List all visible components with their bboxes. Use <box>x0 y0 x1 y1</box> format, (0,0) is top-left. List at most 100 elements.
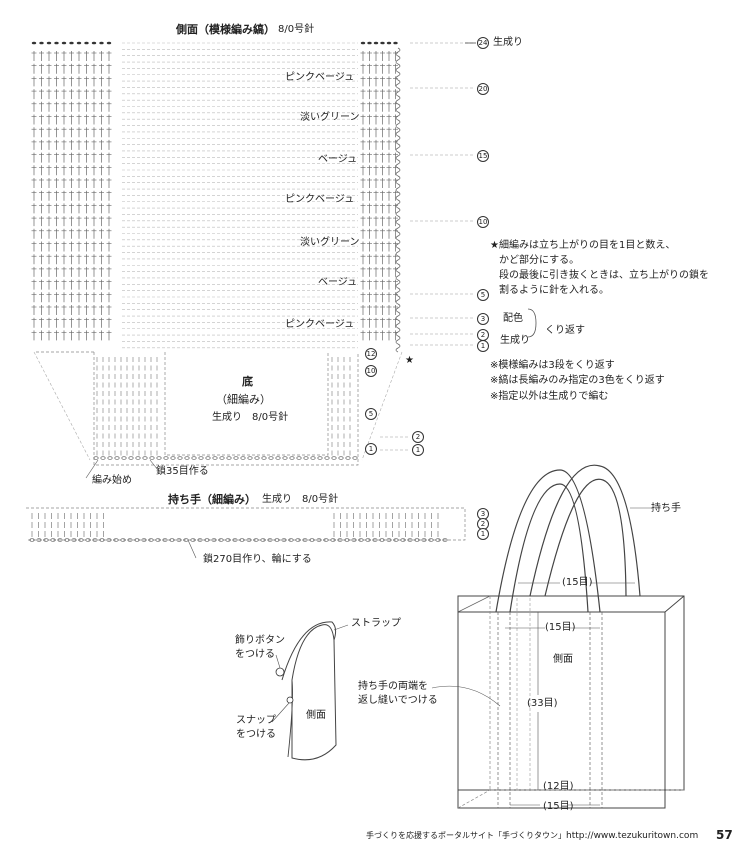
dim-label: (15目) <box>543 801 574 812</box>
handle-title: 持ち手（細編み） <box>168 493 256 506</box>
bag-handle-strap <box>544 478 627 597</box>
edge-stitch <box>395 103 401 113</box>
dim-label: (33目) <box>527 698 558 709</box>
chain-stitch <box>204 538 210 542</box>
bag-side-label: 側面 <box>553 654 573 665</box>
edge-stitch <box>395 239 401 249</box>
row-marker: 10 <box>365 365 377 377</box>
row-color-label: 配色 <box>503 313 523 324</box>
bottom-outline <box>34 351 359 466</box>
row-marker: 5 <box>477 289 489 301</box>
sew-note: 返し縫いでつける <box>358 695 438 706</box>
chain-stitch <box>54 41 59 45</box>
chain-stitch <box>254 456 260 460</box>
stripe-label: 淡いグリーン <box>300 112 360 123</box>
chain-stitch <box>142 456 148 460</box>
chain-stitch <box>442 538 448 542</box>
chain-stitch <box>380 41 385 45</box>
footer-url[interactable]: http://www.tezukuritown.com <box>566 831 699 841</box>
chain-stitch <box>324 456 330 460</box>
dim-label: (15目) <box>562 577 593 588</box>
chain-stitch <box>128 456 134 460</box>
edge-stitch <box>395 87 401 97</box>
chain-stitch <box>275 456 281 460</box>
leader <box>275 654 281 669</box>
chain-stitch <box>84 41 89 45</box>
chain-stitch <box>121 456 127 460</box>
row-marker: 2 <box>477 329 489 341</box>
chain-stitch <box>149 456 155 460</box>
chain-stitch <box>323 538 329 542</box>
chain-stitch <box>69 41 74 45</box>
chain-stitch <box>260 538 266 542</box>
chain-stitch <box>225 538 231 542</box>
snap-icon <box>286 696 294 704</box>
chain-stitch <box>331 456 337 460</box>
row-marker: 20 <box>477 83 489 95</box>
leader <box>271 702 290 723</box>
chain-stitch <box>428 538 434 542</box>
note-star: 割るように針を入れる。 <box>499 285 609 296</box>
repeat-label: くり返す <box>545 325 585 336</box>
chain-stitch <box>205 456 211 460</box>
chain-stitch <box>317 456 323 460</box>
chain-stitch <box>302 538 308 542</box>
edge-stitch <box>395 47 401 57</box>
chain-stitch <box>338 456 344 460</box>
chain-stitch <box>176 538 182 542</box>
chain-stitch <box>197 538 203 542</box>
chain-stitch <box>367 41 372 45</box>
chain-leader <box>149 459 159 471</box>
sew-note: 持ち手の両端を <box>358 681 428 692</box>
edge-stitch <box>395 71 401 81</box>
chain-stitch <box>337 538 343 542</box>
chain-stitch <box>99 538 105 542</box>
chain-stitch <box>198 456 204 460</box>
bag-body <box>457 612 666 809</box>
chain-stitch <box>106 41 112 45</box>
edge-stitch <box>395 127 401 137</box>
stripe-label: ピンクベージュ <box>285 72 355 83</box>
bottom-subtitle: （細編み） <box>216 393 271 406</box>
bag-handle-strap <box>495 469 601 613</box>
chain-stitch <box>247 456 253 460</box>
chain-stitch <box>91 41 97 45</box>
note-star: かど部分にする。 <box>499 255 580 266</box>
stripe-label: ピンクベージュ <box>285 194 355 205</box>
chain-stitch <box>134 538 140 542</box>
chain-stitch <box>393 538 399 542</box>
edge-stitch <box>395 95 401 105</box>
chain-stitch <box>407 538 413 542</box>
note: ※縞は長編みのみ指定の3色をくり返す <box>490 375 665 386</box>
chain-stitch <box>148 538 154 542</box>
chain-stitch <box>113 538 119 542</box>
handle-color: 生成り 8/0号針 <box>262 494 339 505</box>
edge-stitch <box>395 287 401 297</box>
chain-stitch <box>71 538 77 542</box>
chain-stitch <box>46 41 52 45</box>
chain-stitch <box>330 538 336 542</box>
start-label: 編み始め <box>92 475 132 486</box>
chain-stitch <box>219 456 225 460</box>
edge-stitch <box>395 319 401 329</box>
edge-stitch <box>395 343 401 353</box>
chain-stitch <box>246 538 252 542</box>
chain-stitch <box>106 538 112 542</box>
chain-stitch <box>191 456 197 460</box>
chain-stitch <box>120 538 126 542</box>
handle-leader <box>187 539 197 559</box>
stripe-label: ベージュ <box>318 277 358 288</box>
chain-stitch <box>309 538 315 542</box>
chain-stitch <box>281 538 287 542</box>
chain-stitch <box>316 538 322 542</box>
bag-handle-label: 持ち手 <box>651 503 681 514</box>
chain-stitch <box>232 538 238 542</box>
handle-outline <box>26 507 466 541</box>
row-marker: 1 <box>477 528 489 540</box>
chain-stitch <box>373 41 379 45</box>
chain-stitch <box>107 456 113 460</box>
chain-stitch <box>379 538 385 542</box>
edge-stitch <box>395 255 401 265</box>
row-marker: 5 <box>365 408 377 420</box>
chain-stitch <box>100 456 106 460</box>
